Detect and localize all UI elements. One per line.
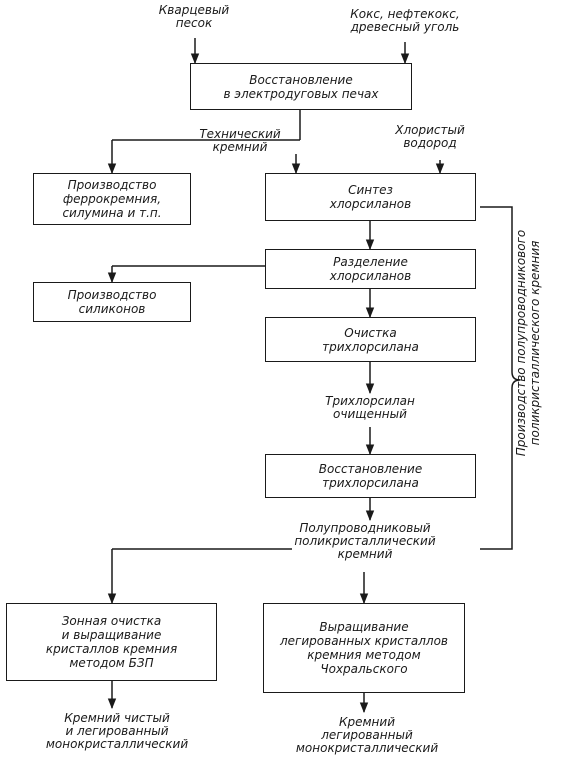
label-coke: Кокс, нефтекокс, древесный уголь — [350, 7, 460, 34]
box-czochralski: Выращивание легированных кристаллов крем… — [263, 603, 465, 693]
label-output-pure-doped: Кремний чистый и легированный монокриста… — [45, 711, 189, 751]
label-brace-polycrystalline-production: Производство полупроводникового поликрис… — [514, 229, 542, 457]
label-hydrogen-chloride: Хлористый водород — [395, 123, 465, 150]
label-purified-trichlorosilane: Трихлорсилан очищенный — [325, 394, 415, 421]
box-chlorosilane-separation: Разделение хлорсиланов — [265, 249, 476, 289]
label-quartz-sand: Кварцевый песок — [158, 3, 230, 30]
box-zone-refining: Зонная очистка и выращивание кристаллов … — [6, 603, 217, 681]
label-technical-silicon: Технический кремний — [199, 127, 281, 154]
box-ferrosilicon: Производство феррокремния, силумина и т.… — [33, 173, 191, 225]
label-polycrystalline-silicon: Полупроводниковый поликристаллический кр… — [294, 521, 436, 561]
box-chlorosilane-synthesis: Синтез хлорсиланов — [265, 173, 476, 221]
label-output-doped: Кремний легированный монокристаллический — [295, 715, 439, 755]
bracket-brace — [480, 206, 521, 550]
box-trichlorosilane-reduction: Восстановление трихлорсилана — [265, 454, 476, 498]
box-trichlorosilane-purification: Очистка трихлорсилана — [265, 317, 476, 362]
box-reduction-furnace: Восстановление в электродуговых печах — [190, 63, 412, 110]
box-silicones: Производство силиконов — [33, 282, 191, 322]
